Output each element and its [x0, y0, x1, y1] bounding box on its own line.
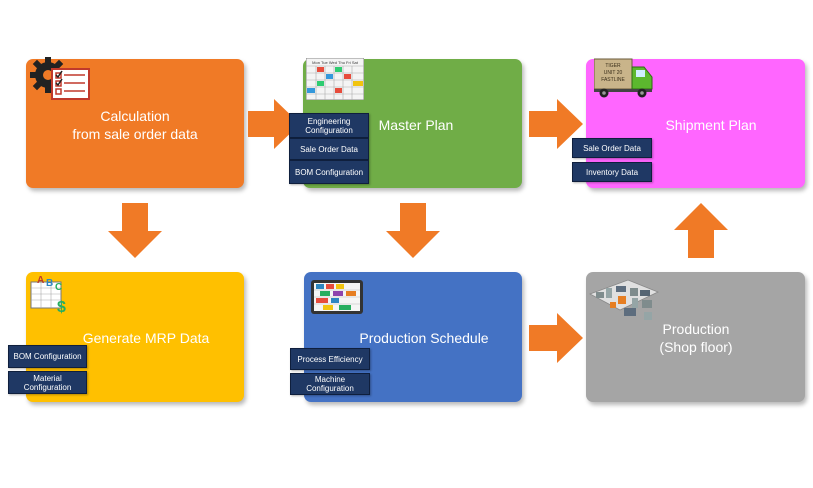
production-schedule-tag-process-efficiency: Process Efficiency: [290, 348, 370, 370]
svg-text:A: A: [37, 275, 44, 286]
schedule-board-icon: [311, 280, 363, 314]
truck-icon: TIGER UNIT 20 FASTLINE: [593, 57, 654, 99]
arrow-production-schedule-to-production: [529, 313, 583, 368]
master-plan-tag-sale-order-data: Sale Order Data: [289, 138, 369, 160]
truck-text-line2: UNIT 20: [604, 70, 623, 76]
spreadsheet-abc-icon: A B C $: [29, 274, 73, 316]
generate-mrp-tag-bom-configuration: BOM Configuration: [8, 345, 87, 368]
production-title-line1: Production: [662, 321, 730, 337]
master-plan-tag-bom-configuration: BOM Configuration: [289, 160, 369, 184]
arrow-calculation-to-generate-mrp: [108, 203, 162, 263]
calendar-header: Mon Tue Wed Thu Fri Sat: [312, 60, 359, 65]
generate-mrp-tag-material-configuration: Material Configuration: [8, 371, 87, 394]
arrow-master-plan-to-production-schedule: [386, 203, 440, 263]
calculation-title-line1: Calculation: [100, 108, 170, 124]
calendar-icon: Mon Tue Wed Thu Fri Sat: [305, 57, 365, 101]
arrow-production-to-shipment-plan: [674, 203, 728, 263]
arrow-calculation-to-master-plan: [248, 99, 300, 154]
factory-floor-icon: [588, 276, 660, 324]
master-plan-tag-engineering-configuration: Engineering Configuration: [289, 113, 369, 138]
master-plan-title: Master Plan: [378, 117, 454, 133]
arrow-master-plan-to-shipment-plan: [529, 99, 583, 154]
svg-text:B: B: [46, 278, 53, 289]
generate-mrp-title: Generate MRP Data: [82, 330, 210, 346]
production-box: Production (Shop floor): [586, 272, 805, 402]
production-schedule-title: Production Schedule: [359, 330, 489, 346]
production-title: Production (Shop floor): [626, 320, 766, 356]
svg-text:$: $: [57, 299, 66, 314]
shipment-plan-tag-inventory-data: Inventory Data: [572, 162, 652, 182]
calculation-title-line2: from sale order data: [72, 126, 198, 142]
production-title-line2: (Shop floor): [659, 339, 733, 355]
production-schedule-tag-machine-configuration: Machine Configuration: [290, 373, 370, 395]
svg-text:C: C: [55, 282, 62, 293]
shipment-plan-tag-sale-order-data: Sale Order Data: [572, 138, 652, 158]
truck-text-line3: FASTLINE: [601, 77, 625, 83]
calculation-title: Calculation from sale order data: [26, 107, 244, 143]
gear-checklist-icon: [30, 55, 92, 103]
truck-text-line1: TIGER: [605, 63, 621, 69]
shipment-plan-title: Shipment Plan: [665, 117, 757, 133]
generate-mrp-box: Generate MRP Data: [26, 272, 244, 402]
